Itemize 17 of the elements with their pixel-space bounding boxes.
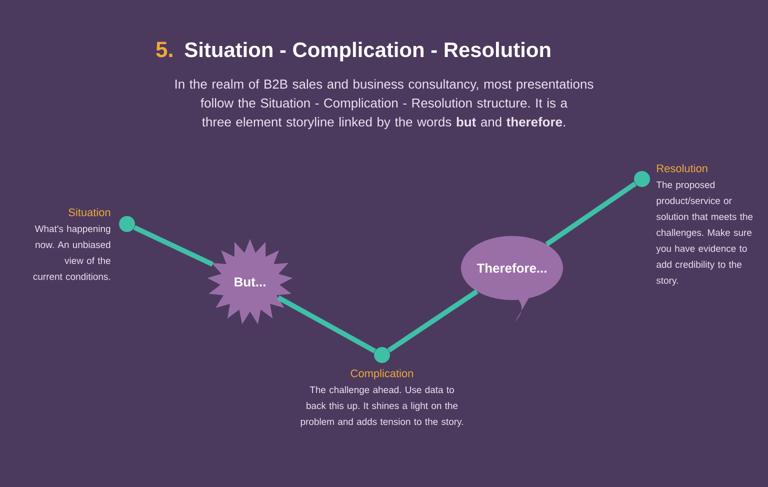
intro-paragraph: In the realm of B2B sales and business consultancy, most presentations follow the Situation - Complication - Resolution structure. It is a three element storyline linked by the words but and therefore. bbox=[175, 79, 594, 130]
connector-line bbox=[387, 289, 478, 353]
step-number: 5. bbox=[156, 42, 172, 58]
dot-marker bbox=[374, 347, 390, 363]
connector-line bbox=[277, 295, 376, 354]
dot-marker bbox=[634, 171, 650, 187]
connector-line bbox=[133, 225, 214, 267]
node-description: The proposed product/service or solution that meets the challenges. Make sure you have evidence to add credibility to the story. bbox=[656, 181, 753, 286]
node-heading: Situation bbox=[68, 208, 110, 216]
dot-marker bbox=[119, 216, 135, 232]
node-heading: Complication bbox=[350, 369, 413, 380]
connector-line bbox=[545, 182, 637, 246]
speech-bubble: Therefore... bbox=[461, 236, 563, 322]
node-description: The challenge ahead. Use data to back this up. It shines a light on the problem and adds tension to the story. bbox=[300, 386, 463, 427]
node-heading: Resolution bbox=[657, 164, 708, 172]
node-description: What's happening now. An unbiased view of the current conditions. bbox=[33, 225, 110, 280]
title: Situation - Complication - Resolution bbox=[184, 42, 550, 62]
